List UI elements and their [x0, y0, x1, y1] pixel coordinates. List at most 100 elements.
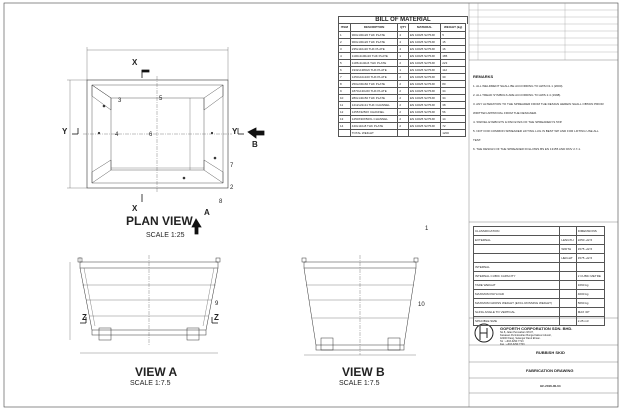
spec-cell: INTERNAL CUBIC CAPACITY [472, 271, 561, 281]
spec-cell: TARE WEIGHT [472, 280, 561, 290]
spec-cell: DIMENSIONS [575, 226, 606, 236]
bom-cell: EN 10025 S275JR [407, 66, 442, 74]
item-label-2: 2 [230, 185, 234, 191]
bom-cell: 1 [397, 66, 409, 74]
axis-z-a-right: Z [214, 313, 219, 322]
bom-cell: 34 [440, 94, 466, 102]
view-b-scale: SCALE 1:7.5 [339, 380, 380, 387]
bom-cell: 30 [440, 73, 466, 81]
spec-row: INTERNAL [472, 262, 606, 272]
spec-cell [559, 316, 577, 326]
bom-cell: 5 [440, 31, 466, 39]
sheet-border [3, 2, 619, 408]
bom-cell: 15 [440, 38, 466, 46]
bom-cell: 4 [397, 38, 409, 46]
remark-item: 5. NOT FOR COMMON SPREADER LIFTING LUG I… [473, 129, 599, 142]
section-markers-plan [72, 69, 265, 235]
bom-cell: 235x110x20 THK PLATE [349, 45, 399, 53]
spec-cell: 1575 +0/-5 [575, 253, 606, 263]
item-label-1: 1 [425, 226, 429, 232]
company-logo [474, 323, 494, 343]
axis-y-left: Y [62, 127, 68, 136]
bom-cell: EN 10025 S275JR [407, 122, 442, 130]
spec-cell [575, 262, 606, 272]
bom-cell: 8 [338, 80, 351, 88]
bom-total-value: 1200 [440, 129, 466, 137]
bom-cell: 1250x10x100 THK PLATE [349, 73, 399, 81]
bom-header-cell: WEIGHT (kg) [440, 23, 466, 32]
spec-cell [559, 298, 577, 308]
drawing-number: GF-2016-00-04 [540, 384, 561, 388]
company-name: GOFORTH CORPORATION SDN. BHD. [500, 326, 573, 331]
bom-cell: 1212x22x11 THK CHANNEL [349, 101, 399, 109]
spec-cell: 5660 kg [575, 298, 606, 308]
bom-cell: 2 [397, 59, 409, 67]
bom-cell: 34 [440, 87, 466, 95]
spec-cell: 1575 +0/-5 [575, 244, 606, 254]
spec-row: MAXIMUM GROSS WEIGHT (EXCL ROSSING WEIGH… [472, 298, 606, 308]
bom-cell: EN 10025 S275JR [407, 94, 442, 102]
bom-header-cell: ITEM [338, 23, 351, 32]
remarks-list: 1. ALL WELDMENT SHALL BE ACCORDING TO AW… [473, 82, 605, 154]
bom-cell: 2 [397, 115, 409, 123]
remarks-title: REMARKS [473, 74, 494, 79]
plan-view-title: PLAN VIEW [126, 214, 193, 228]
bom-cell: 10 [338, 94, 351, 102]
bom-cell: EN 10025 S275JR [407, 52, 442, 60]
bom-cell: 3 [338, 45, 351, 53]
bom-cell: 1932x1380x6 THK PLATE [349, 66, 399, 74]
bom-cell: 38 [440, 101, 466, 109]
bom-cell: 2 [397, 87, 409, 95]
section-markers-a [80, 317, 218, 324]
bom-cell: 2 [397, 101, 409, 109]
bom-cell: 223 [440, 59, 466, 67]
bom-cell: 6 [338, 66, 351, 74]
remark-item: 2. ALL TREAD SYMBOLS ARE ACCORDING TO AW… [473, 93, 562, 97]
bom-cell: EN 10025 S275JR [407, 38, 442, 46]
bom-total-row: TOTAL WEIGHT 1200 [338, 129, 466, 137]
bom-cell: 1250X30X50XL CHANNEL [349, 115, 399, 123]
spec-cell: EXTERNAL [472, 235, 561, 245]
spec-cell: LENGTH [559, 235, 577, 245]
spec-cell: INTERNAL [472, 262, 561, 272]
remark-item: 1. ALL WELDMENT SHALL BE ACCORDING TO AW… [473, 84, 564, 88]
spec-cell: 2.25 m3 [575, 316, 606, 326]
item-label-7: 7 [230, 163, 234, 169]
company-address: No.8, Jalan Perusahan 3/KU7, Kawasan Per… [500, 331, 552, 346]
bom-cell: 280x140x50 THK PLATE [349, 94, 399, 102]
bom-cell: 1870x130x60 THK PLATE [349, 87, 399, 95]
drawing-title: FABRICATION DRAWING [526, 368, 574, 373]
spec-cell: HEIGHT [559, 253, 577, 263]
view-a-scale: SCALE 1:7.5 [130, 380, 171, 387]
item-label-4: 4 [115, 132, 119, 138]
item-label-6: 6 [149, 132, 153, 138]
bom-total-label: TOTAL WEIGHT [349, 129, 399, 137]
bom-cell: 900x100x20 THK PLATE [349, 38, 399, 46]
view-a-title: VIEW A [135, 365, 178, 379]
spec-cell: MAXIMUM PAYLOAD [472, 289, 561, 299]
bom-cell: 1100x1100x20 THK PLATE [349, 52, 399, 60]
bom-cell: 112 [440, 66, 466, 74]
view-b [301, 255, 419, 356]
bom-cell: EN 10025 S275JR [407, 80, 442, 88]
spec-cell [559, 289, 577, 299]
